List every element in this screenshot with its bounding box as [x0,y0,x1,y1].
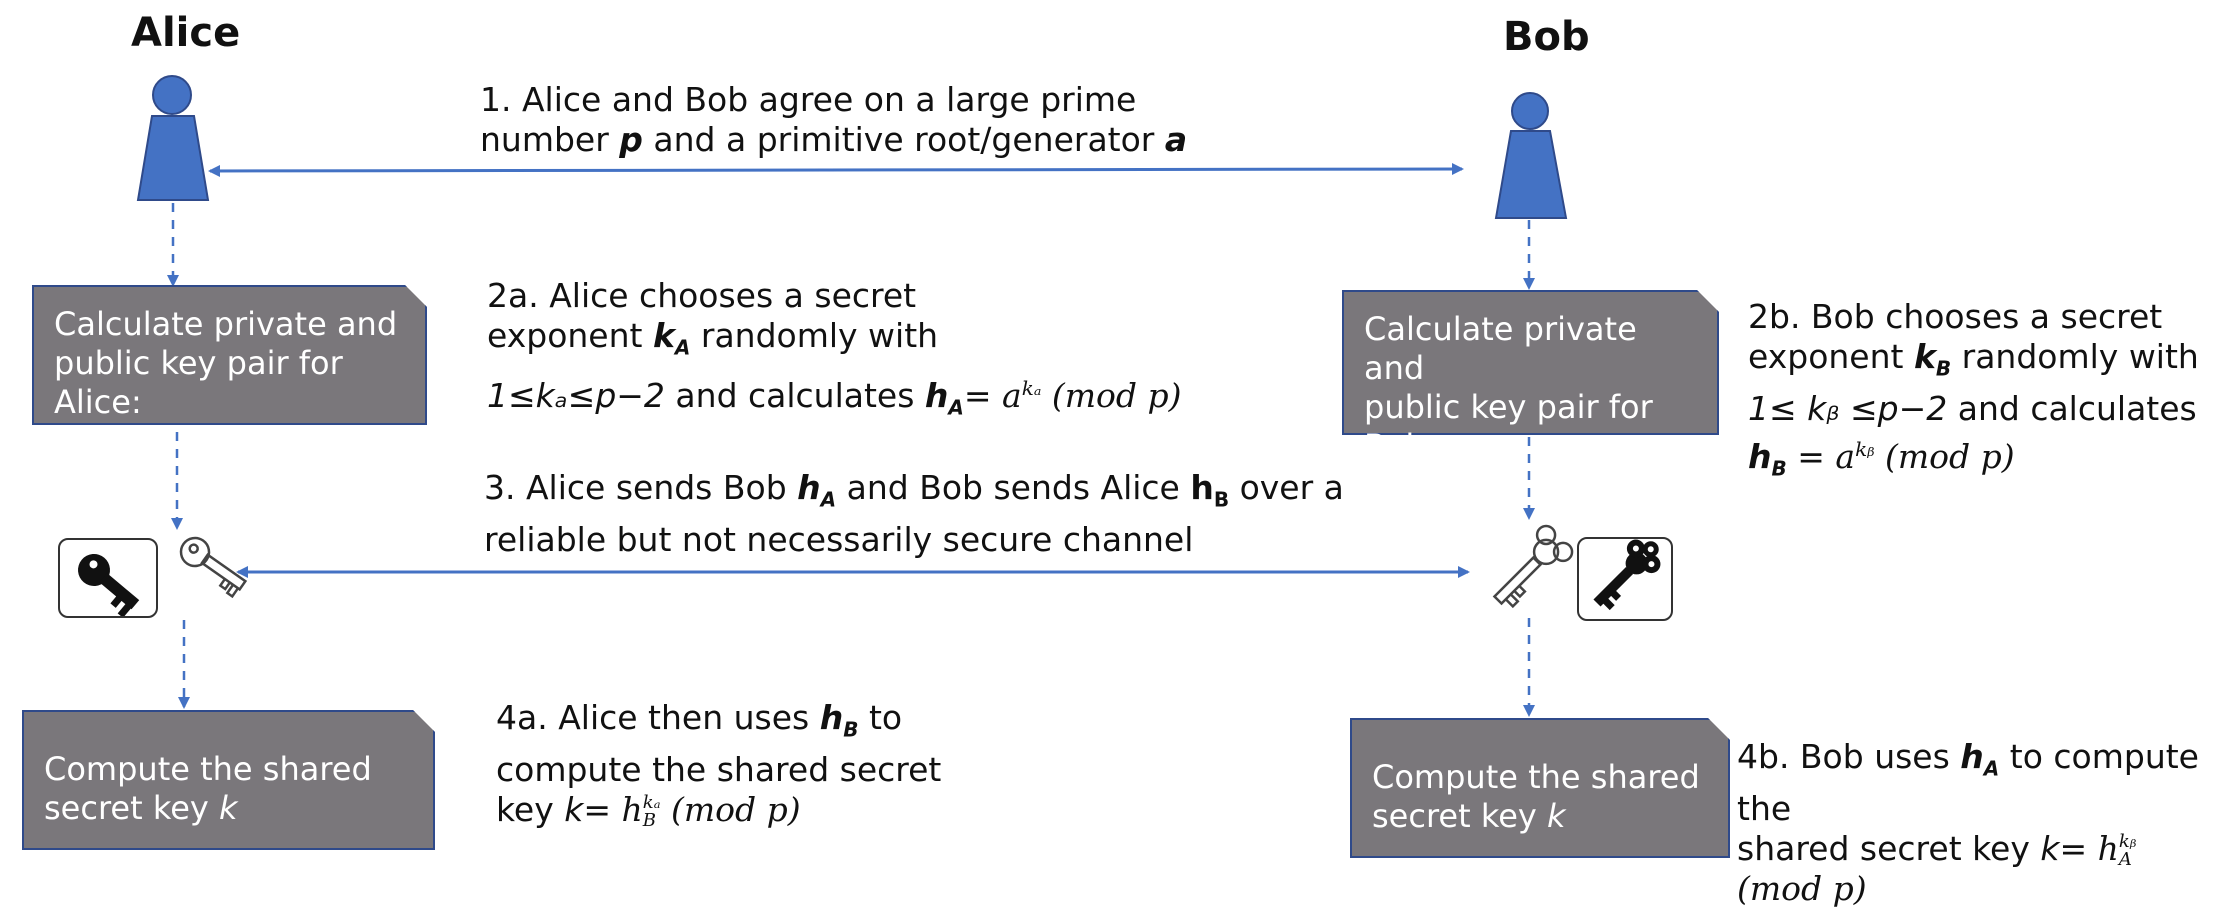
step4a-text: 4a. Alice then uses hB to compute the sh… [496,698,942,831]
bob-private-key [1577,537,1673,621]
step3-text: 3. Alice sends Bob hA and Bob sends Alic… [484,468,1344,559]
formula-hb: akᵦ (mod p) [1835,436,2015,476]
formula-ha: akₐ (mod p) [1002,375,1182,415]
person-icon [1494,92,1568,219]
key-icon [1593,539,1661,611]
person-icon [136,75,210,201]
alice-label: Alice [131,10,241,56]
bob-label: Bob [1503,14,1590,60]
alice-private-key [58,538,158,618]
alice-shared-key-box: Compute the shared secret key k [22,710,435,850]
alice-keypair-box: Calculate private and public key pair fo… [32,285,427,425]
step1-text: 1. Alice and Bob agree on a large prime … [480,80,1188,159]
agree-arrow [208,163,1464,177]
public-key-icon [179,536,248,599]
bob-keypair-box: Calculate private and public key pair fo… [1342,290,1719,435]
step4b-text: 4b. Bob uses hA to compute the shared se… [1737,737,2199,908]
step2a-text: 2a. Alice chooses a secret exponent kA r… [487,276,1182,420]
connector-layer [136,75,1574,717]
step2b-text: 2b. Bob chooses a secret exponent kB ran… [1748,297,2199,481]
public-key-icon [1492,524,1574,609]
key-icon [78,554,140,618]
bob-shared-key-box: Compute the shared secret key k [1350,718,1730,858]
